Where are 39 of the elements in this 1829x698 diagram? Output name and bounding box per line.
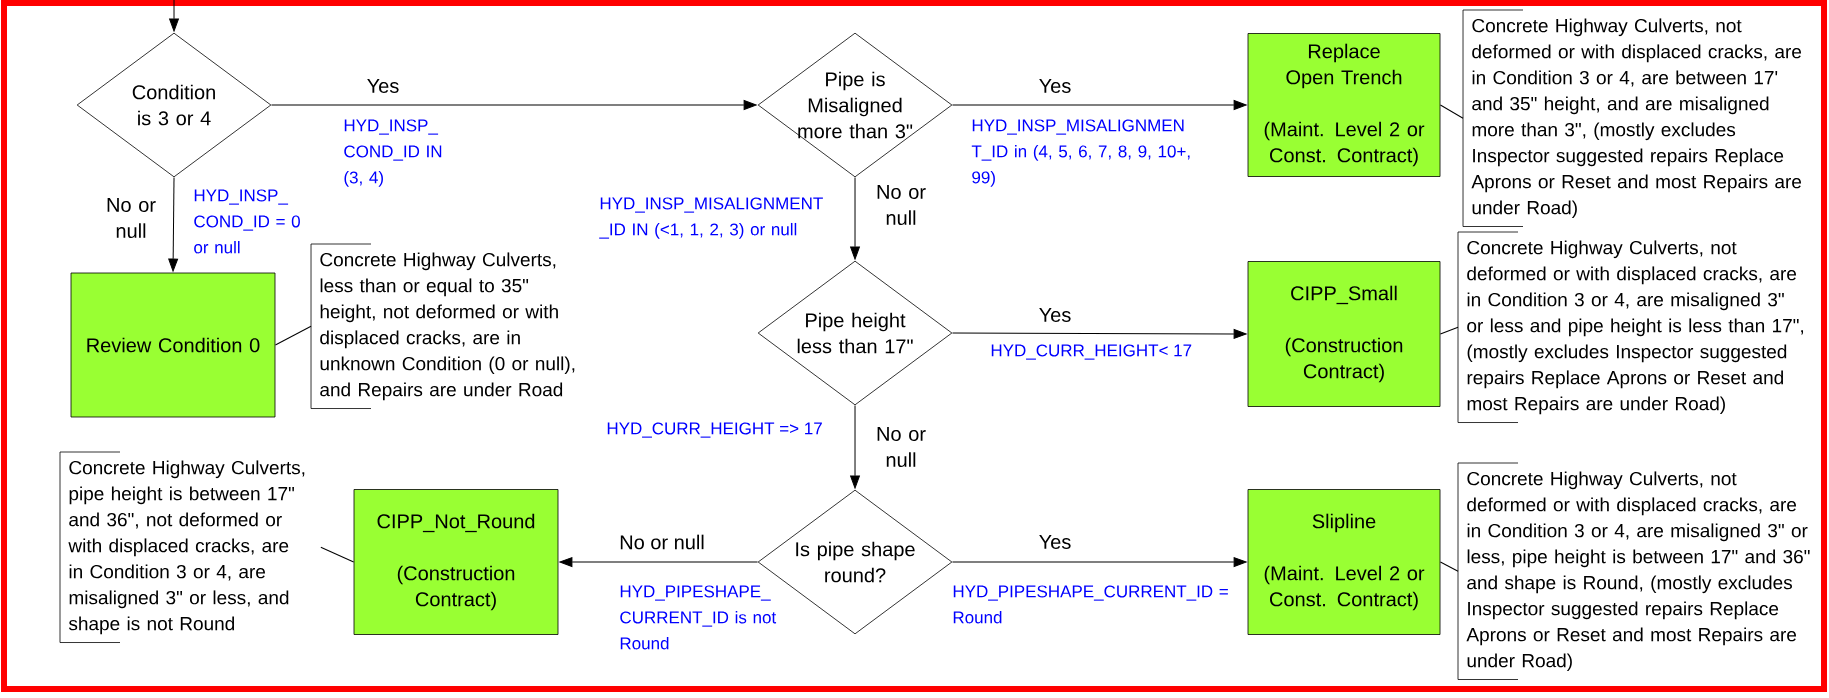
condition-label: HYD_PIPESHAPE_CURRENT_ID = Round [953, 585, 1228, 624]
leader-line [320, 546, 355, 563]
arrow [850, 404, 860, 489]
annotation: Concrete Highway Culverts, less than or equal to 35" height, not deformed or with displaced cracks, are in unknown Condition (0 or null), and Repairs are under Road [310, 243, 575, 409]
edge-label: Yes [1036, 306, 1074, 324]
process-box: Slipline (Maint. Level 2 or Const. Contract) [1247, 489, 1441, 635]
process-box: Replace Open Trench (Maint. Level 2 or Const. Contract) [1247, 33, 1441, 177]
leader-line [1439, 561, 1459, 572]
arrow [951, 557, 1247, 567]
arrow [850, 176, 860, 260]
condition-label: HYD_INSP_ COND_ID IN (3, 4) [344, 119, 442, 187]
arrow [951, 329, 1247, 339]
arrow [169, 0, 179, 32]
annotation: Concrete Highway Culverts, not deformed or with displaced cracks, are in Condition 3 or 4, are misaligned 3" or less, pipe height is between 17" and 36" and shape is Round, (mostly excludes Inspector suggested repairs Replace Aprons or Reset and most Repairs are under Road) [1457, 462, 1810, 680]
arrow [559, 557, 759, 567]
edge-label: No or null [869, 425, 933, 469]
annotation: Concrete Highway Culverts, not deformed or with displaced cracks, are in Condition 3 or 4, are misaligned 3" or less and pipe height is less than 17", (mostly excludes Inspector suggested repairs Replace Aprons or Reset and most Repairs are under Road) [1457, 231, 1803, 423]
edge-label: No or null [99, 196, 163, 240]
edge-label: No or null [869, 183, 933, 227]
process-box: CIPP_Not_Round (Construction Contract) [353, 489, 559, 635]
edge-label: Yes [1036, 77, 1074, 95]
leader-line [1439, 104, 1464, 119]
process-box: Review Condition 0 [70, 272, 276, 418]
annotation: Concrete Highway Culverts, pipe height is between 17" and 36", not deformed or with displaced cracks, are in Condition 3 or 4, are misaligned 3" or less, and shape is not Round [59, 451, 305, 643]
arrow [951, 100, 1247, 110]
condition-label: HYD_INSP_MISALIGNMEN T_ID in (4, 5, 6, 7, 8, 9, 10+, 99) [971, 119, 1190, 187]
arrow [168, 176, 179, 272]
annotation: Concrete Highway Culverts, not deformed or with displaced cracks, are in Condition 3 or 4, are between 17' and 35" height, and are misaligned more than 3", (mostly excludes Inspector suggested repairs Replace Aprons or Reset and most Repairs are under Road) [1462, 9, 1802, 227]
condition-label: HYD_INSP_MISALIGNMENT _ID IN (<1, 1, 2, 3) or null [599, 197, 823, 239]
process-box: CIPP_Small (Construction Contract) [1247, 261, 1441, 407]
edge-label: No or null [617, 532, 707, 552]
edge-label: Yes [364, 77, 402, 95]
condition-label: HYD_INSP_ COND_ID = 0 or null [194, 189, 300, 254]
leader-line [1439, 326, 1459, 335]
condition-label: HYD_CURR_HEIGHT< 17 [991, 344, 1192, 360]
arrow [270, 100, 757, 110]
condition-label: HYD_CURR_HEIGHT => 17 [607, 422, 822, 438]
edge-label: Yes [1036, 533, 1074, 551]
leader-line [274, 325, 312, 346]
